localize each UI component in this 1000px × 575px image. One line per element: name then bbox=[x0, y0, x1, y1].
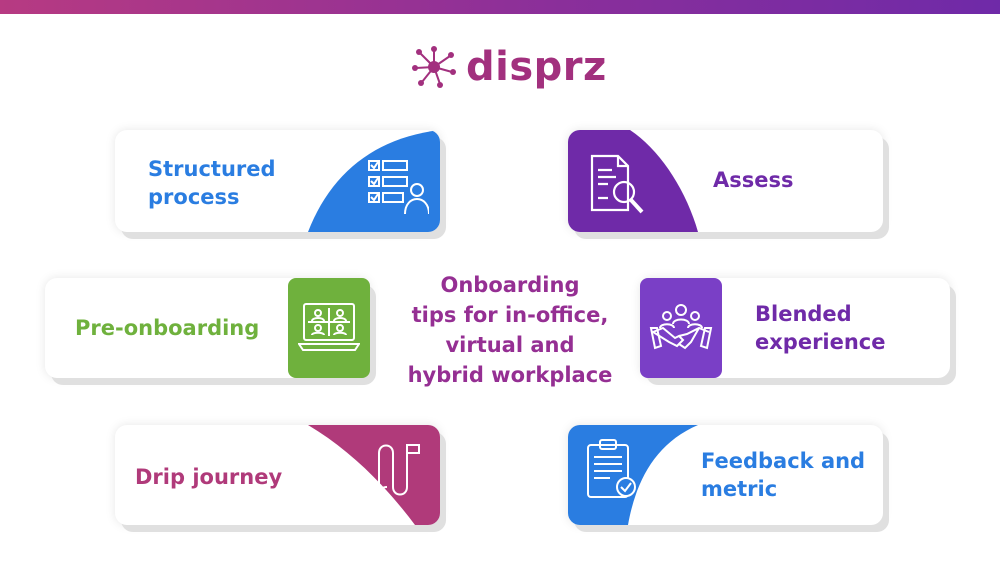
card-wedge bbox=[568, 425, 698, 525]
document-magnifier-icon bbox=[590, 154, 644, 214]
card-label: Structured process bbox=[148, 157, 276, 209]
card-feedback-and-metric: Feedback and metric bbox=[568, 425, 883, 525]
card-assess: Assess bbox=[568, 130, 883, 232]
handshake-team-icon bbox=[649, 304, 713, 350]
center-title: Onboarding tips for in-office, virtual a… bbox=[407, 273, 613, 387]
brand-name: disprz bbox=[466, 44, 607, 90]
network-nodes-icon bbox=[412, 46, 456, 88]
pre-onboarding-icon-tile bbox=[288, 278, 370, 378]
laptop-video-call-icon bbox=[298, 303, 360, 351]
winding-path-ai-icon: AI bbox=[370, 444, 420, 500]
card-label: Feedback and metric bbox=[701, 449, 866, 501]
top-gradient-bar bbox=[0, 0, 1000, 14]
blended-experience-icon-tile bbox=[640, 278, 722, 378]
svg-text:AI: AI bbox=[373, 488, 381, 496]
checklist-person-icon bbox=[368, 160, 429, 215]
card-label: Drip journey bbox=[135, 465, 283, 489]
card-label: Assess bbox=[713, 168, 794, 192]
card-label: Blended experience bbox=[755, 302, 886, 354]
card-drip-journey: Drip journey AI bbox=[115, 425, 440, 525]
card-structured-process: Structured process bbox=[115, 130, 440, 232]
clipboard-check-icon bbox=[587, 439, 636, 498]
card-label: Pre-onboarding bbox=[75, 316, 260, 340]
